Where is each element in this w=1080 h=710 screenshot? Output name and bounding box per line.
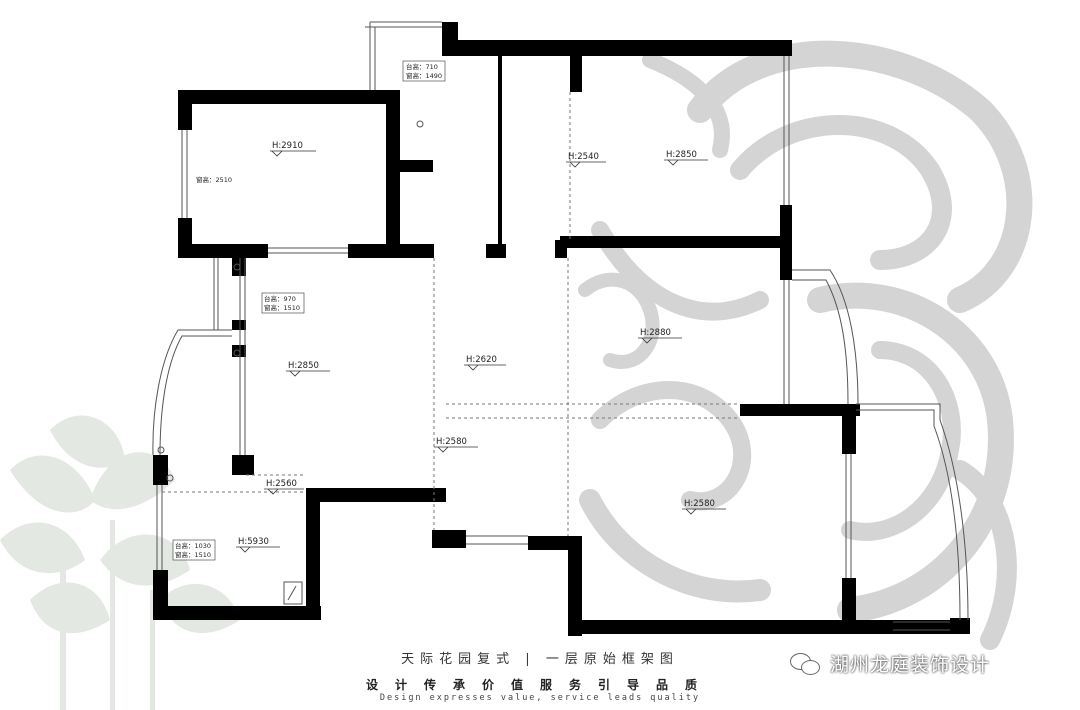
note-bath-line1: 台高：710 [406, 62, 438, 71]
decorative-cloud-pattern [578, 40, 1033, 650]
height-mark: H:2540 [568, 152, 599, 162]
slogan: 设计传承价值服务引导品质 [365, 678, 714, 692]
height-mark: H:2580 [684, 499, 715, 509]
height-mark: H:5930 [238, 537, 269, 547]
height-mark: H:2560 [266, 479, 297, 489]
ceiling-height-marks: H:2910 H:2540 H:2850 H:2850 H:2620 H:288… [236, 141, 726, 553]
note-living-line1: 台高：970 [264, 294, 296, 303]
height-mark: H:2850 [288, 361, 319, 371]
note-bath-box [402, 60, 446, 82]
brand-watermark: 湖州龙庭装饰设计 [790, 648, 990, 678]
slogan-english: Design expresses value, service leads qu… [379, 693, 701, 703]
note-living-box [261, 292, 305, 314]
wechat-icon [790, 651, 822, 675]
note-living-line2: 窗高：1510 [264, 303, 300, 312]
plan-thin-lines [152, 21, 969, 631]
brand-name: 湖州龙庭装饰设计 [830, 653, 991, 676]
note-bedroom-line2: 窗高：2510 [196, 175, 232, 184]
height-mark: H:2620 [466, 355, 497, 365]
plan-dashed-lines [162, 92, 740, 536]
note-kitchen-box [172, 539, 216, 561]
plan-linework [153, 22, 970, 636]
height-mark: H:2580 [436, 437, 467, 447]
height-mark: H:2880 [640, 328, 671, 338]
note-kitchen-line2: 窗高：1510 [175, 550, 211, 559]
note-kitchen-line1: 台高：1030 [175, 541, 211, 550]
window-notes: 台高：710 窗高：1490 窗高：2510 台高：970 窗高：1510 台高… [172, 60, 446, 561]
height-mark: H:2850 [666, 150, 697, 160]
note-bath-line2: 窗高：1490 [406, 71, 442, 80]
plan-title: 天际花园复式 | 一层原始框架图 [401, 652, 679, 667]
height-mark: H:2910 [272, 141, 303, 151]
